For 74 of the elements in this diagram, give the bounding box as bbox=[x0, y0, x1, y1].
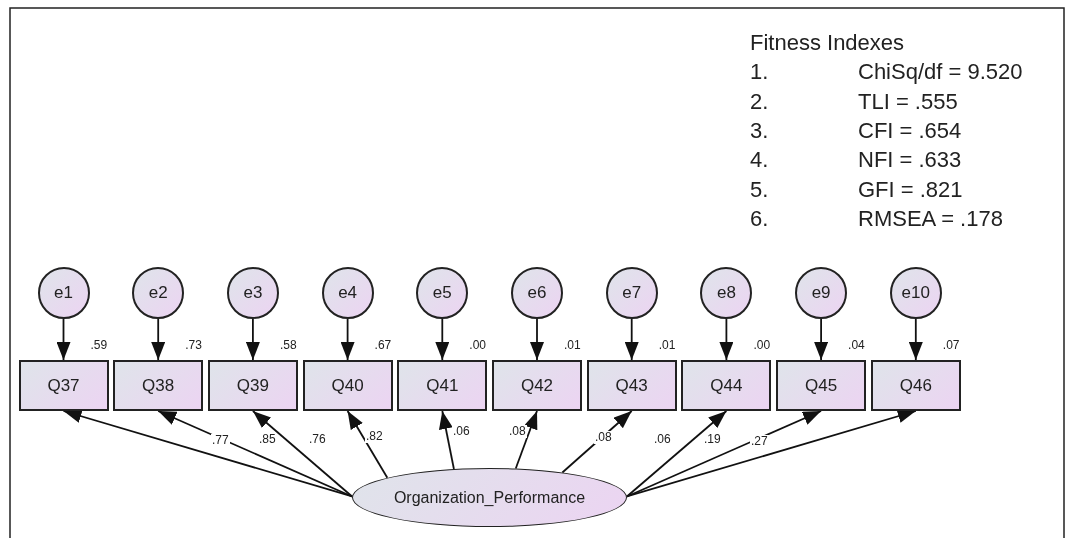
error-term-circle: e2 bbox=[132, 267, 185, 319]
squared-multiple-correlation: .67 bbox=[374, 338, 392, 352]
arrow bbox=[530, 318, 544, 361]
edge-label: .08 bbox=[594, 431, 613, 444]
squared-multiple-correlation: .00 bbox=[753, 338, 771, 352]
error-term-circle: e4 bbox=[321, 267, 374, 319]
arrow bbox=[56, 318, 71, 361]
fit-index-value: NFI = .633 bbox=[858, 147, 962, 174]
fit-index-value: TLI = .555 bbox=[858, 88, 958, 115]
arrow bbox=[719, 318, 734, 361]
edge-label: .08 bbox=[508, 425, 527, 438]
edge-label: .19 bbox=[703, 433, 722, 446]
arrow bbox=[245, 318, 260, 361]
error-term-circle: e7 bbox=[605, 267, 658, 319]
error-term-circle: e3 bbox=[226, 267, 279, 319]
squared-multiple-correlation: .59 bbox=[90, 338, 108, 352]
edge-label: .27 bbox=[750, 435, 769, 448]
observed-variable-box: Q38 bbox=[113, 360, 204, 411]
arrow bbox=[561, 410, 633, 474]
arrow bbox=[814, 318, 829, 361]
squared-multiple-correlation: .01 bbox=[564, 338, 581, 352]
list-number: 1. bbox=[750, 59, 769, 86]
edge-label: .77 bbox=[211, 434, 230, 447]
arrow bbox=[626, 410, 822, 498]
latent-variable-ellipse: Organization_Performance bbox=[352, 468, 627, 527]
fit-index-value: ChiSq/df = 9.520 bbox=[858, 59, 1023, 86]
squared-multiple-correlation: .58 bbox=[279, 338, 297, 352]
edge-label: .82 bbox=[365, 430, 384, 443]
arrow bbox=[514, 410, 538, 470]
observed-variable-box: Q40 bbox=[302, 360, 393, 411]
arrow bbox=[340, 318, 355, 361]
error-term-circle: e1 bbox=[37, 267, 90, 319]
arrow bbox=[62, 409, 353, 498]
edge-label: .85 bbox=[258, 433, 277, 446]
observed-variable-box: Q46 bbox=[870, 360, 961, 411]
arrow bbox=[626, 409, 917, 498]
edge-label: .06 bbox=[653, 433, 672, 446]
arrow bbox=[438, 410, 455, 470]
edge-label: .06 bbox=[452, 425, 471, 438]
observed-variable-box: Q37 bbox=[18, 360, 109, 411]
observed-variable-box: Q43 bbox=[586, 360, 677, 411]
squared-multiple-correlation: .73 bbox=[185, 338, 202, 352]
observed-variable-box: Q41 bbox=[397, 360, 488, 411]
squared-multiple-correlation: .01 bbox=[658, 338, 676, 352]
heading: Fitness Indexes bbox=[750, 30, 905, 56]
list-number: 4. bbox=[750, 147, 769, 174]
list-number: 5. bbox=[750, 176, 769, 203]
squared-multiple-correlation: .07 bbox=[942, 338, 960, 352]
arrow bbox=[252, 410, 353, 498]
fit-index-value: GFI = .821 bbox=[858, 176, 963, 203]
observed-variable-box: Q42 bbox=[492, 360, 582, 411]
observed-variable-box: Q44 bbox=[681, 360, 772, 411]
squared-multiple-correlation: .04 bbox=[848, 338, 865, 352]
observed-variable-box: Q39 bbox=[207, 360, 298, 411]
arrow bbox=[151, 318, 166, 361]
observed-variable-box: Q45 bbox=[776, 360, 867, 411]
fit-index-value: RMSEA = .178 bbox=[858, 205, 1003, 232]
arrow bbox=[908, 318, 923, 361]
error-term-circle: e8 bbox=[700, 267, 753, 319]
arrow bbox=[157, 410, 353, 498]
fit-index-value: CFI = .654 bbox=[858, 117, 962, 144]
error-term-circle: e9 bbox=[795, 267, 848, 319]
arrow bbox=[624, 318, 639, 361]
list-number: 3. bbox=[750, 117, 769, 144]
error-term-circle: e5 bbox=[416, 267, 469, 319]
edge-label: .76 bbox=[308, 433, 327, 446]
list-number: 2. bbox=[750, 88, 769, 115]
error-term-circle: e6 bbox=[511, 267, 563, 319]
error-term-circle: e10 bbox=[889, 267, 942, 319]
arrow bbox=[346, 410, 389, 479]
list-number: 6. bbox=[750, 205, 769, 232]
arrow bbox=[626, 410, 728, 498]
squared-multiple-correlation: .00 bbox=[469, 338, 486, 352]
arrow bbox=[435, 318, 450, 361]
